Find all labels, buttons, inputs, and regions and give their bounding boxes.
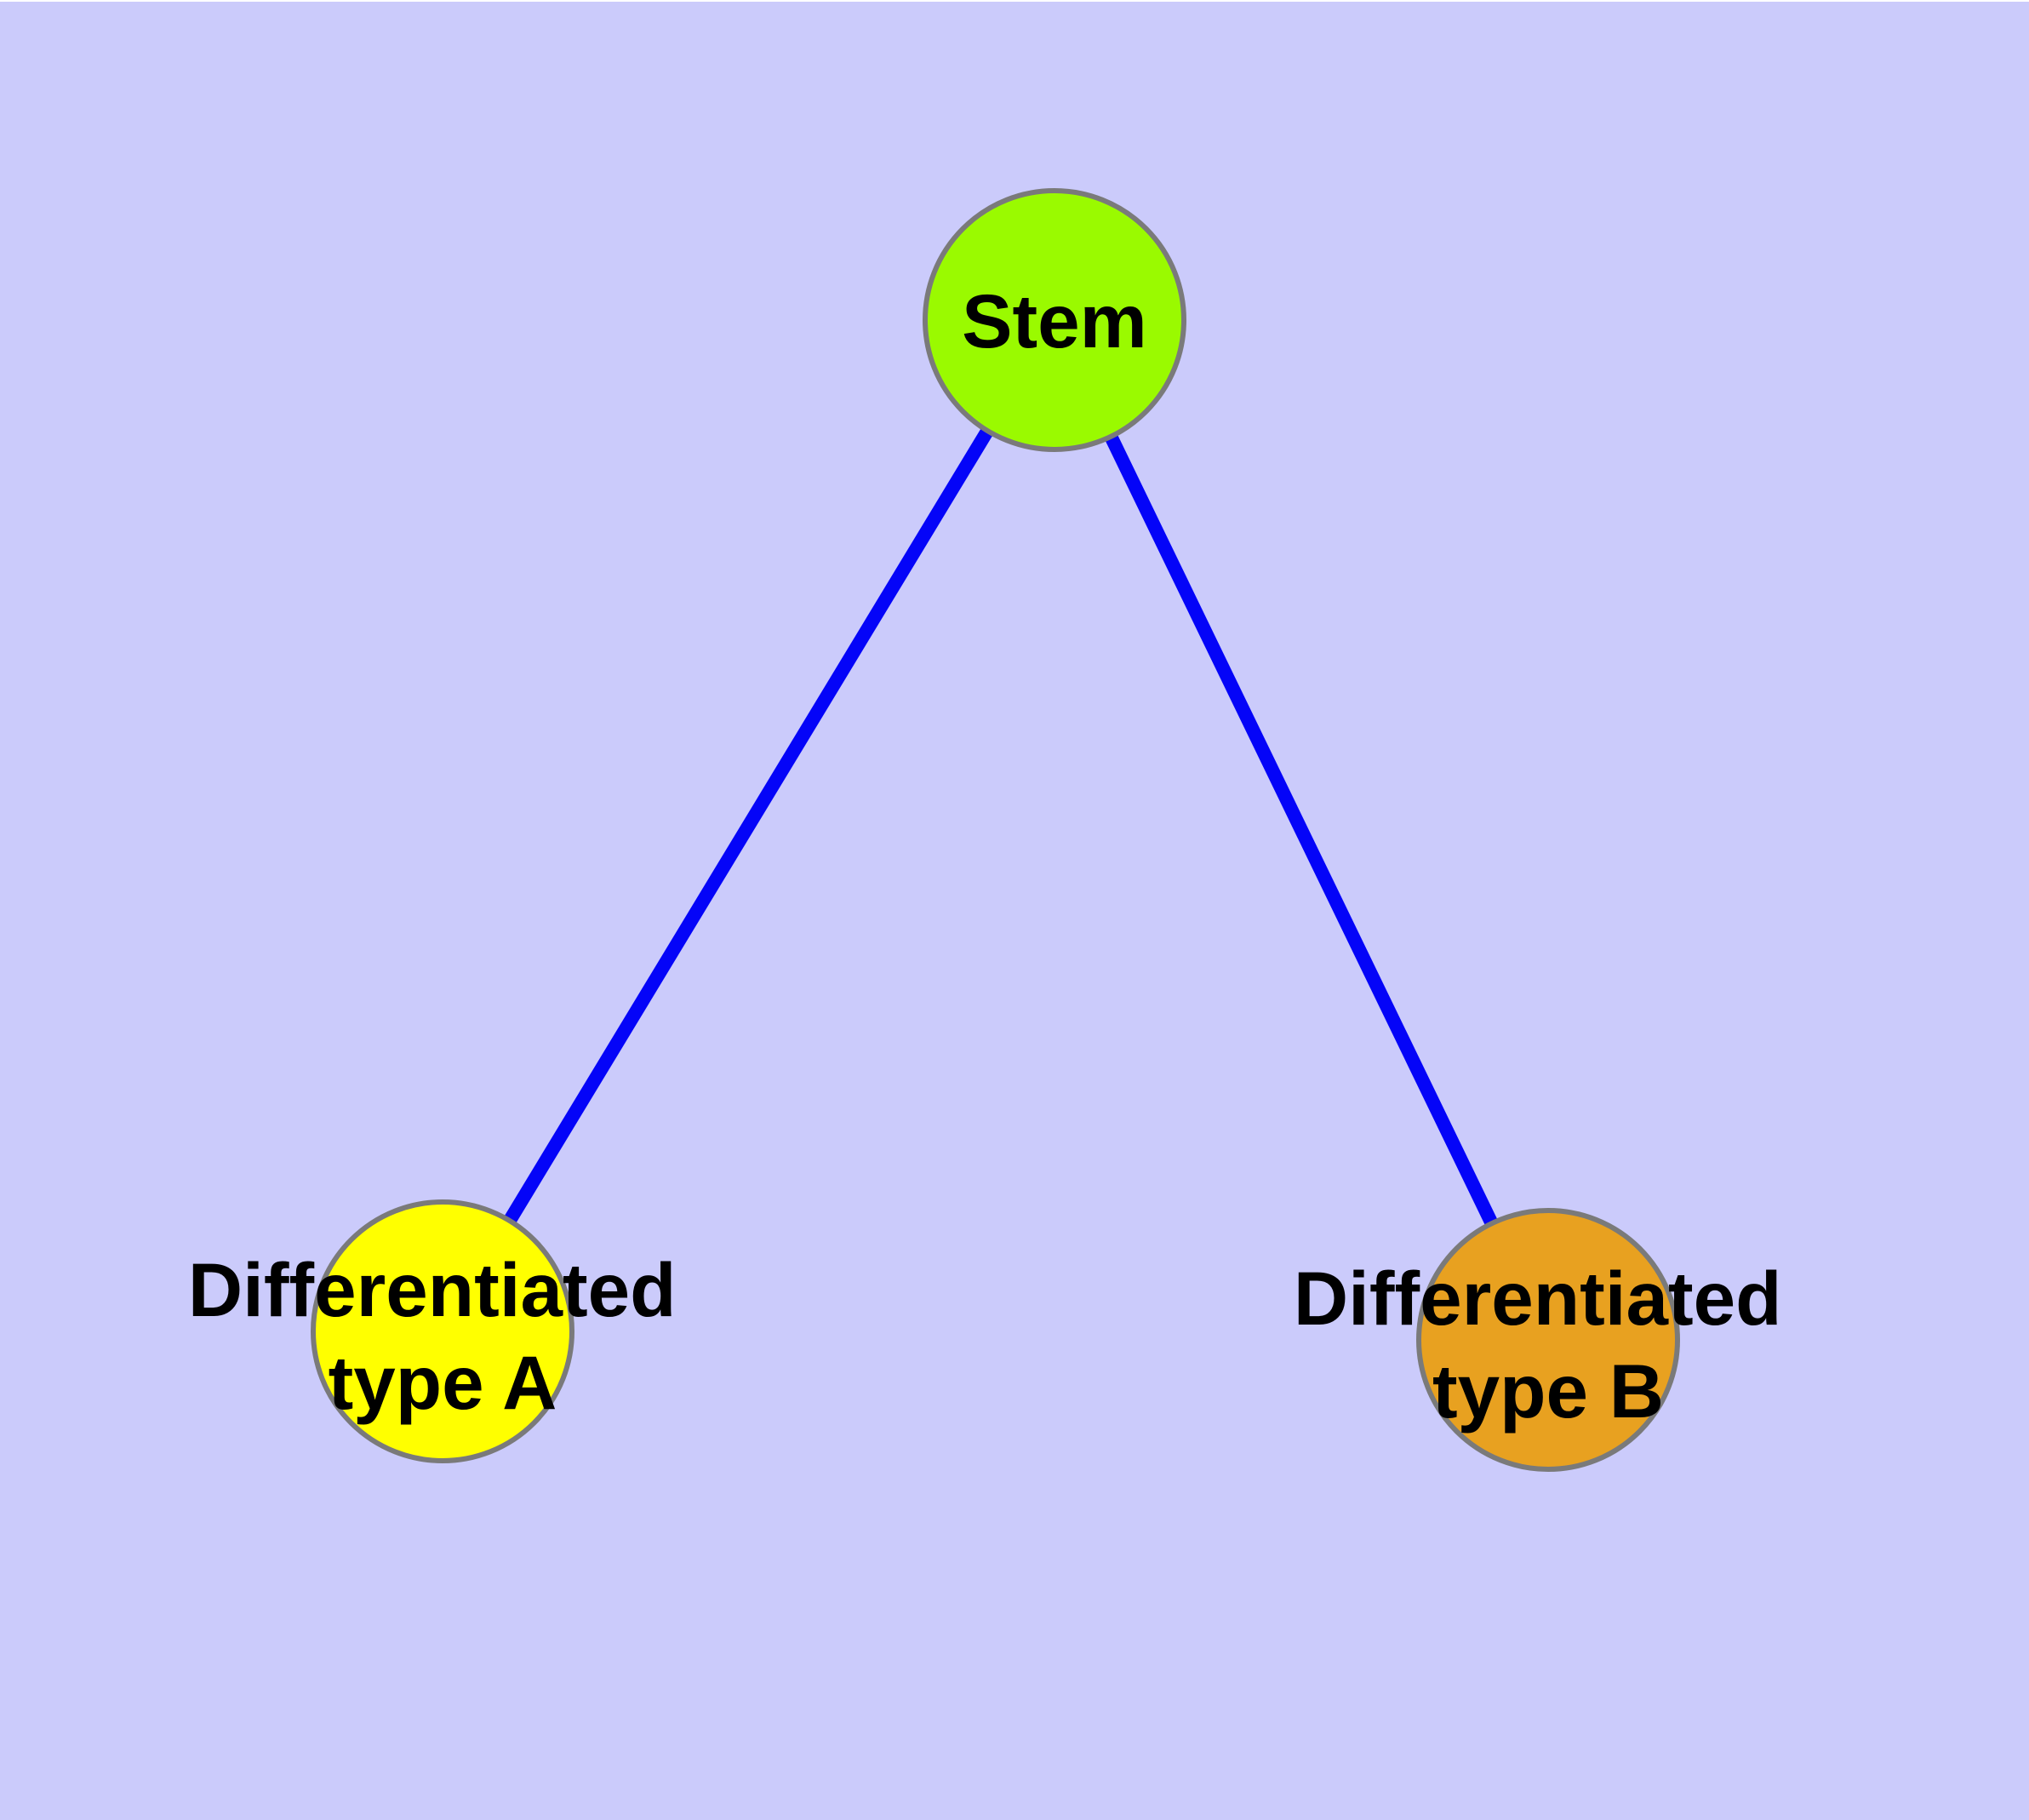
type-b-node-label: Differentiated type B xyxy=(1294,1256,1803,1434)
type-a-node-circle xyxy=(311,1199,574,1463)
stem-node-circle xyxy=(923,188,1186,452)
type-b-label-line-1: Differentiated xyxy=(1294,1256,1782,1341)
type-a-node-label: Differentiated type A xyxy=(188,1247,697,1425)
type-a-label-line-1: Differentiated xyxy=(188,1247,677,1332)
node-stem: Stem xyxy=(923,188,1186,452)
top-edge-strip xyxy=(0,0,2029,2)
stem-node-label: Stem xyxy=(962,278,1147,363)
node-differentiated-type-a: Differentiated type A xyxy=(188,1199,697,1463)
edge-stem-to-type-b xyxy=(1048,317,1555,1343)
type-b-node-circle xyxy=(1416,1208,1680,1472)
edge-stem-to-type-a xyxy=(437,316,1060,1336)
type-b-label-line-2: type B xyxy=(1432,1348,1664,1434)
type-a-label-line-2: type A xyxy=(329,1340,557,1425)
node-differentiated-type-b: Differentiated type B xyxy=(1294,1208,1803,1472)
